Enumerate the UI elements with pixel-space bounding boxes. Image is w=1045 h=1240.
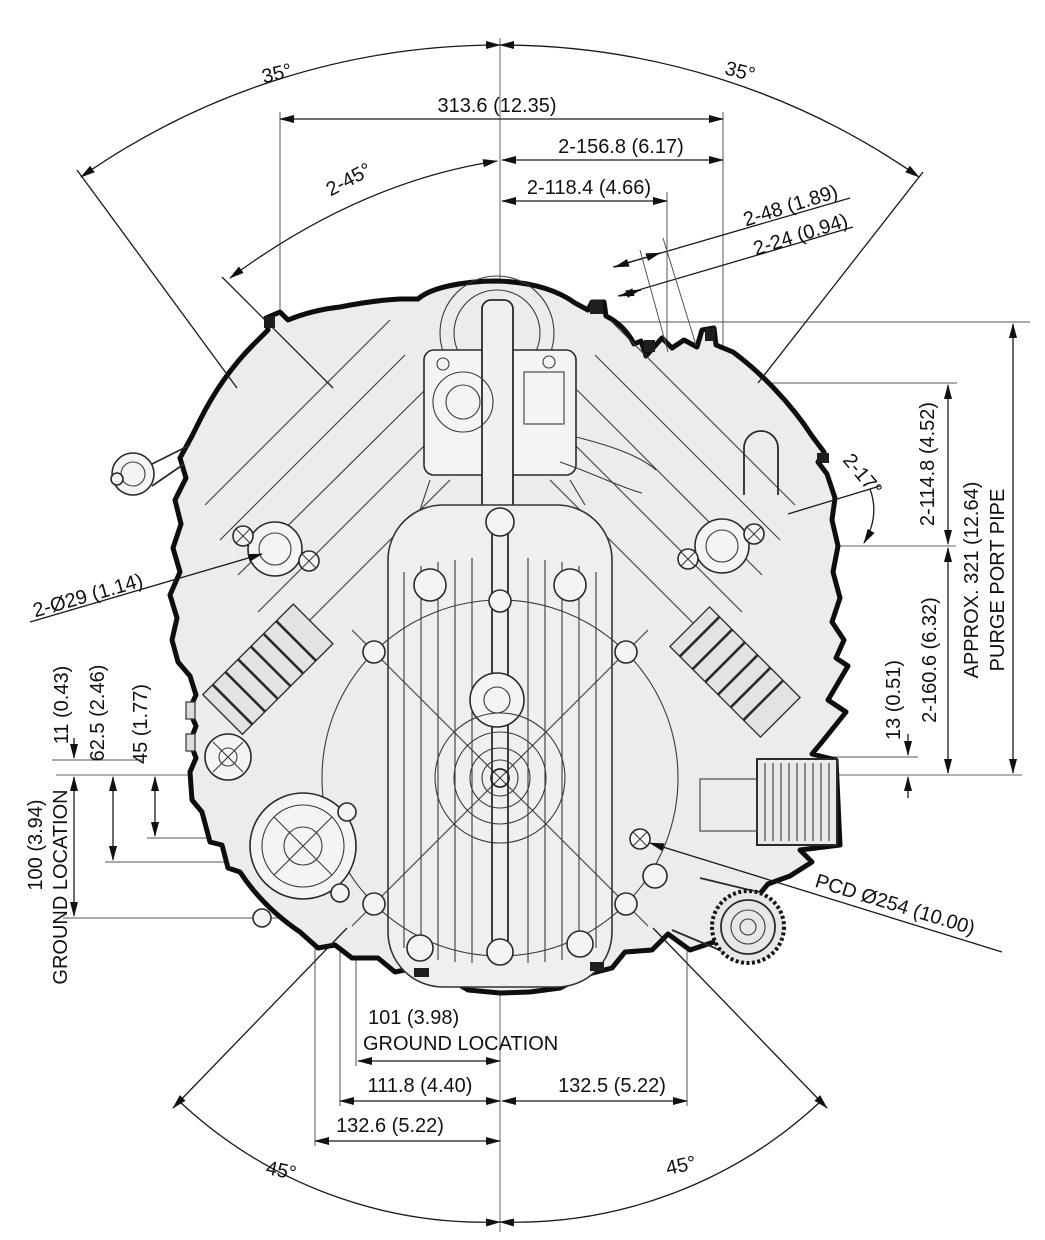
angle-annotations: [76, 40, 924, 1227]
pcd-label: PCD Ø254 (10.00): [813, 870, 978, 939]
base-132-6-label: 132.6 (5.22): [336, 1115, 444, 1137]
dimension-lines: [29, 115, 1017, 1145]
height-lower-label: 2-160.6 (6.32): [919, 597, 941, 723]
pto-assembly: [629, 758, 838, 965]
purge-length-label: APPROX. 321 (12.64): [961, 482, 983, 679]
left-drain-stub: [110, 444, 191, 496]
starter-assembly: [204, 733, 357, 928]
engine-body: [110, 275, 851, 996]
v-bank-angle-label: 2-45°: [323, 159, 376, 201]
mount-pitch-156-label: 2-156.8 (6.17): [558, 136, 684, 158]
angle-45-bottom-right-label: 45°: [664, 1152, 698, 1180]
crankcase: [321, 504, 679, 988]
ground-bottom-dim-label: 101 (3.98): [368, 1007, 459, 1029]
carburetor-assembly: [419, 275, 657, 513]
purge-name-label: PURGE PORT PIPE: [987, 489, 1009, 672]
angle-35-left-label: 35°: [260, 60, 295, 89]
ground-left-dim-label: 100 (3.94): [25, 799, 47, 890]
head-face-angle-label: 2-17°: [838, 450, 886, 501]
mount-pitch-118-label: 2-118.4 (4.66): [527, 177, 651, 199]
offset-62-label: 62.5 (2.46): [87, 665, 109, 762]
right-cylinder: [549, 319, 802, 739]
ground-left-text-label: GROUND LOCATION: [50, 789, 72, 984]
base-132-5-label: 132.5 (5.22): [558, 1075, 666, 1097]
bolt-heads: [185, 300, 829, 977]
height-upper-label: 2-114.8 (4.52): [917, 402, 939, 526]
offset-11-label: 11 (0.43): [51, 666, 73, 745]
offset-13-label: 13 (0.51): [883, 660, 905, 740]
ground-bottom-text-label: GROUND LOCATION: [363, 1033, 558, 1055]
base-111-label: 111.8 (4.40): [368, 1075, 473, 1097]
left-cylinder: [201, 319, 451, 736]
port-dia-label: 2-Ø29 (1.14): [30, 570, 145, 622]
overall-width-label: 313.6 (12.35): [438, 95, 557, 117]
offset-45-label: 45 (1.77): [130, 684, 152, 764]
angle-45-bottom-left-label: 45°: [264, 1157, 298, 1185]
